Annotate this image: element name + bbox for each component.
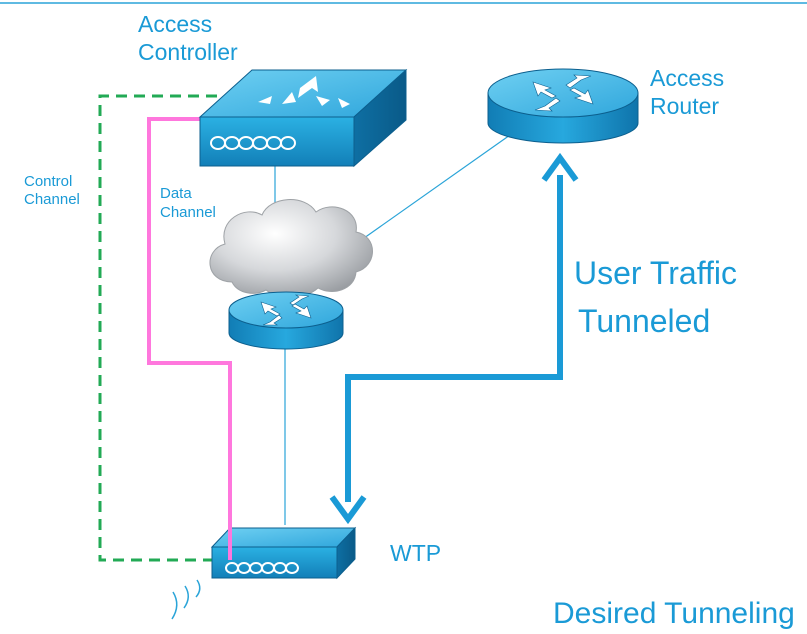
link-router-cloud bbox=[339, 127, 521, 256]
data-channel-label-line2: Channel bbox=[160, 204, 216, 221]
intermediate-router-icon bbox=[228, 291, 344, 350]
access-controller-label-line1: Access bbox=[138, 11, 213, 37]
wtp-label: WTP bbox=[390, 540, 442, 566]
network-cloud-icon bbox=[209, 199, 373, 298]
user-traffic-label-line2: Tunneled bbox=[578, 303, 711, 339]
access-router-label-line2: Router bbox=[650, 93, 720, 119]
access-controller-switch-icon bbox=[198, 68, 408, 168]
data-channel-label-line1: Data bbox=[160, 185, 192, 202]
control-channel-label-line1: Control bbox=[24, 173, 73, 190]
wifi-signal-icon bbox=[171, 579, 201, 620]
access-controller-label-line2: Controller bbox=[138, 39, 238, 65]
user-traffic-label-line1: User Traffic bbox=[574, 255, 737, 291]
control-channel-path bbox=[98, 94, 235, 562]
desired-tunnel-label: Desired Tunneling bbox=[553, 597, 795, 630]
user-traffic-arrow bbox=[329, 152, 579, 525]
wtp-access-point-icon bbox=[210, 526, 357, 580]
data-channel-path bbox=[147, 117, 232, 556]
access-router-icon bbox=[487, 68, 639, 144]
control-channel-label-line2: Channel bbox=[24, 191, 80, 208]
access-router-label-line1: Access bbox=[650, 65, 725, 91]
